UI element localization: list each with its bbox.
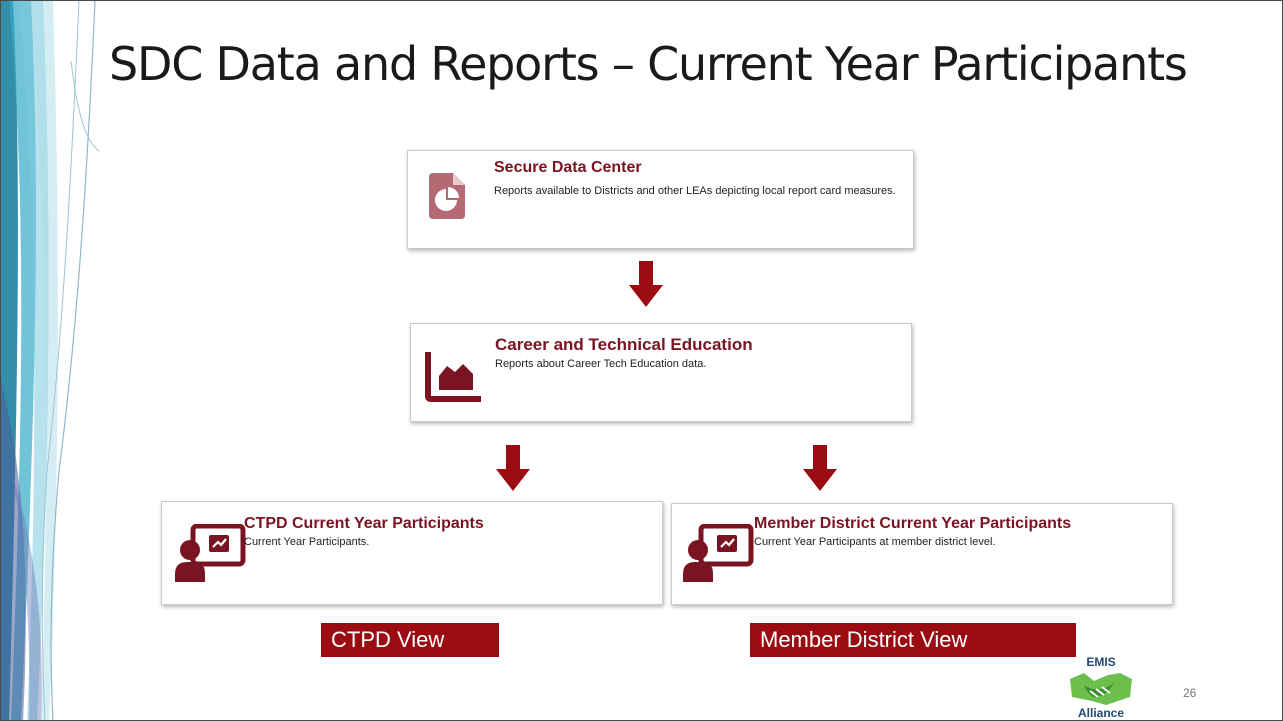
secure-data-center-card[interactable]: Secure Data Center Reports available to … <box>407 150 914 249</box>
card-description: Current Year Participants. <box>244 536 370 548</box>
handshake-icon <box>1070 673 1132 705</box>
document-pie-chart-icon <box>429 173 465 219</box>
card-description: Current Year Participants at member dist… <box>754 536 996 548</box>
ctpd-view-label: CTPD View <box>321 623 499 657</box>
card-title[interactable]: Member District Current Year Participant… <box>754 515 1072 532</box>
ctpd-current-year-participants-card[interactable]: CTPD Current Year Participants Current Y… <box>161 501 663 605</box>
logo-top-text: EMIS <box>1086 655 1116 669</box>
card-title[interactable]: Career and Technical Education <box>495 335 753 354</box>
arrow-down-icon <box>496 445 530 491</box>
arrow-down-icon <box>629 261 663 307</box>
card-description: Reports available to Districts and other… <box>494 185 896 197</box>
presenter-chart-icon <box>683 524 754 582</box>
area-chart-icon <box>425 352 481 402</box>
slide-title: SDC Data and Reports – Current Year Part… <box>109 37 1188 91</box>
member-district-current-year-participants-card[interactable]: Member District Current Year Participant… <box>671 503 1173 605</box>
decorative-ribbon <box>1 1 100 720</box>
career-technical-education-card[interactable]: Career and Technical Education Reports a… <box>410 323 912 422</box>
logo-bottom-text: Alliance <box>1077 706 1125 720</box>
presenter-chart-icon <box>175 524 246 582</box>
page-number: 26 <box>1183 686 1197 700</box>
card-title[interactable]: CTPD Current Year Participants <box>244 515 484 532</box>
card-description: Reports about Career Tech Education data… <box>495 358 707 370</box>
card-title[interactable]: Secure Data Center <box>494 159 642 176</box>
member-district-view-label: Member District View <box>750 623 1076 657</box>
emis-alliance-logo: EMIS Alliance <box>1066 655 1136 720</box>
arrow-down-icon <box>803 445 837 491</box>
